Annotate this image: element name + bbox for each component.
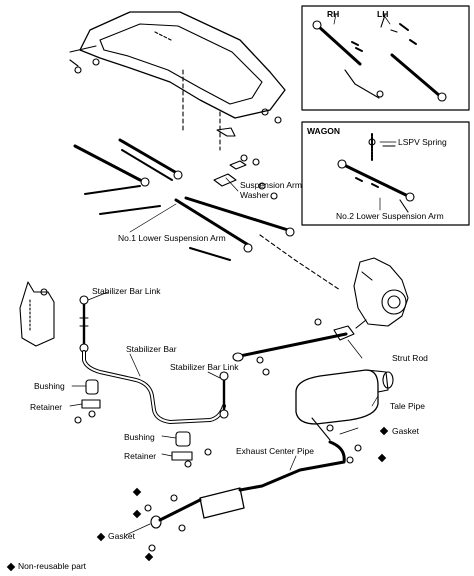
bushings-mid [171,431,212,468]
stabilizer-bar-link-top [79,295,89,353]
strut-rod [232,318,355,376]
retainer-left-label: Retainer [30,402,63,412]
leader-lines [69,13,397,536]
bushings-left [74,379,101,424]
no1-lower-suspension-arm-label: No.1 Lower Suspension Arm [118,233,226,243]
tale-pipe-label: Tale Pipe [390,401,425,411]
stabilizer-bar-link-mid-label: Stabilizer Bar Link [170,362,239,372]
inset-rh-lh-box [301,5,470,111]
exhaust-pipe [144,440,362,552]
gasket-right-label: Gasket [392,426,419,436]
knuckle-hub [353,257,409,329]
stabilizer-bar-label: Stabilizer Bar [126,344,177,354]
stabilizer-bar-link-top-label: Stabilizer Bar Link [92,286,161,296]
bushing-left-label: Bushing [34,381,65,391]
wagon-label: WAGON [307,126,341,136]
lspv-spring-label: LSPV Spring [398,137,447,147]
crossmember [69,11,286,151]
bushing-mid-label: Bushing [124,432,155,442]
lower-arms [73,127,341,291]
strut-rod-label: Strut Rod [392,353,428,363]
exhaust-center-pipe-label: Exhaust Center Pipe [236,446,314,456]
retainer-mid-label: Retainer [124,451,157,461]
muffler [295,369,394,441]
stabilizer-bar [82,350,226,424]
legend-non-reusable-label: Non-reusable part [18,561,87,571]
lh-label: LH [377,9,389,19]
suspension-arm-label: Suspension Arm [240,180,302,190]
washer-label: Washer [240,190,269,200]
stabilizer-bar-link-mid [219,371,229,419]
no2-lower-suspension-arm-label: No.2 Lower Suspension Arm [336,211,444,221]
inset-wagon-box [301,121,470,226]
rh-label: RH [327,9,340,19]
gasket-left-label: Gasket [108,531,135,541]
left-strut [19,281,55,347]
